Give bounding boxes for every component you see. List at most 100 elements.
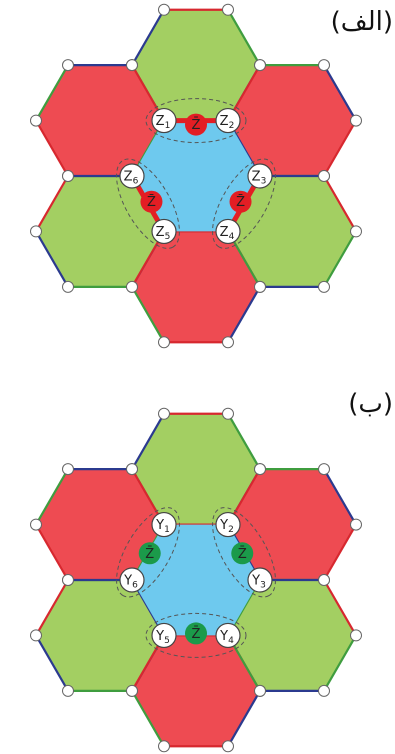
- qubit-index: 5: [165, 232, 171, 242]
- qubit-node: [215, 107, 241, 134]
- lattice-vertex: [126, 463, 138, 476]
- hex-edge: [323, 120, 357, 177]
- hex-edge: [227, 413, 261, 470]
- logical-z-marker: [231, 542, 254, 565]
- hex-edge: [323, 468, 357, 526]
- qubit-letter: Z: [156, 225, 165, 240]
- stabilizer-group-ellipse: [116, 158, 180, 249]
- panel-label-b: (ب): [348, 389, 393, 419]
- lattice-vertex: [158, 3, 170, 16]
- hex-edge: [35, 524, 69, 581]
- qubit-node: [119, 163, 145, 189]
- hex-edge: [227, 9, 261, 66]
- logical-z-label: Z̄: [236, 195, 245, 210]
- logical-z-label: Z̄: [145, 546, 154, 561]
- hex-edge: [35, 120, 69, 177]
- stabilizer-group-ellipse: [212, 507, 276, 598]
- stabilizer-group-ellipse: [116, 507, 180, 598]
- qubit-index: 3: [260, 581, 266, 591]
- hex-edge: [323, 230, 357, 288]
- lattice-vertex: [62, 463, 74, 476]
- hex-edge: [227, 690, 261, 747]
- lattice-vertex: [254, 463, 266, 476]
- lattice-vertex: [254, 684, 266, 697]
- hex-edge: [35, 230, 69, 288]
- lattice-vertex: [222, 740, 234, 753]
- hex-edge: [35, 468, 69, 526]
- qubit-label: Z2: [220, 114, 235, 131]
- hex-edge: [323, 634, 357, 692]
- qubit-label: Z3: [252, 170, 267, 187]
- qubit-letter: Z: [156, 114, 165, 129]
- lattice-vertex: [62, 574, 74, 586]
- lattice-vertex: [30, 518, 42, 531]
- hex-edge: [35, 64, 69, 122]
- qubit-node: [247, 163, 273, 189]
- qubit-index: 1: [164, 525, 170, 535]
- logical-z-marker: [185, 622, 207, 645]
- qubit-letter: Y: [155, 518, 164, 533]
- logical-z-marker: [229, 190, 252, 213]
- qubit-node: [151, 511, 177, 538]
- lattice-vertex: [126, 59, 138, 72]
- qubit-letter: Y: [219, 518, 228, 533]
- stabilizer-group-ellipse: [145, 612, 247, 658]
- stabilizer-group-ellipse: [145, 98, 247, 144]
- lattice-vertex: [318, 574, 330, 586]
- qubit-letter: Y: [219, 629, 228, 644]
- lattice-vertex: [62, 280, 74, 293]
- qubit-letter: Y: [123, 574, 132, 589]
- qubit-letter: Z: [124, 170, 133, 185]
- qubit-label: Y1: [155, 518, 170, 535]
- lattice-vertex: [158, 407, 170, 420]
- lattice-vertex: [158, 740, 170, 753]
- qubit-label: Y5: [155, 629, 170, 646]
- lattice-vertex: [318, 463, 330, 476]
- logical-z-marker: [185, 113, 207, 136]
- lattice-vertex: [30, 629, 42, 642]
- stabilizer-group-ellipse: [212, 158, 276, 249]
- qubit-letter: Z: [220, 225, 229, 240]
- qubit-label: Y3: [251, 574, 266, 591]
- qubit-index: 4: [229, 232, 235, 242]
- logical-z-label: Z̄: [192, 627, 201, 642]
- hex-edge: [35, 634, 69, 692]
- hex-edge: [323, 175, 357, 232]
- qubit-index: 3: [261, 177, 267, 187]
- lattice-vertex: [158, 336, 170, 349]
- lattice-vertex: [350, 518, 362, 531]
- lattice-vertex: [254, 280, 266, 293]
- qubit-index: 2: [229, 121, 235, 131]
- hex-edge: [35, 579, 69, 636]
- lattice-vertex: [350, 114, 362, 127]
- qubit-node: [247, 567, 273, 593]
- qubit-index: 2: [228, 525, 234, 535]
- qubit-letter: Y: [155, 629, 164, 644]
- qubit-index: 1: [165, 121, 171, 131]
- qubit-label: Z4: [220, 225, 235, 242]
- qubit-letter: Y: [251, 574, 260, 589]
- hex-edge: [227, 286, 261, 343]
- qubit-node: [119, 567, 145, 593]
- qubit-node: [215, 218, 241, 245]
- logical-z-label: Z̄: [192, 118, 201, 133]
- lattice-vertex: [126, 684, 138, 697]
- lattice-vertex: [62, 684, 74, 697]
- hex-edge: [131, 286, 165, 343]
- hex-tile-center-blue: [132, 120, 260, 232]
- logical-z-label: Z̄: [238, 546, 247, 561]
- lattice-vertex: [318, 59, 330, 72]
- qubit-label: Y2: [219, 518, 234, 535]
- qubit-index: 6: [132, 581, 138, 591]
- qubit-node: [215, 511, 241, 538]
- qubit-node: [151, 622, 177, 649]
- qubit-label: Y4: [219, 629, 234, 646]
- hex-edge: [131, 413, 165, 470]
- qubit-node: [215, 622, 241, 649]
- qubit-index: 4: [228, 636, 234, 646]
- lattice-vertex: [350, 629, 362, 642]
- qubit-node: [151, 218, 177, 245]
- hex-edge: [323, 64, 357, 122]
